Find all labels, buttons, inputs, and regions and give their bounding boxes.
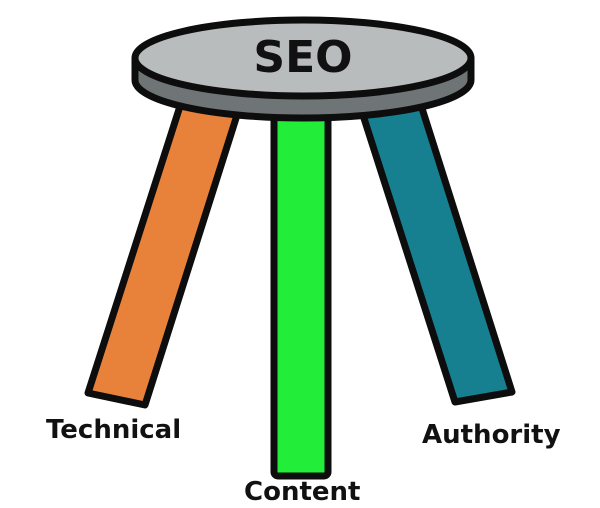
seat-label: SEO (253, 32, 352, 83)
label-content: Content (244, 477, 360, 507)
leg-authority (358, 98, 516, 406)
seat-top (131, 16, 475, 100)
leg-content (270, 96, 332, 480)
leg-technical (84, 96, 242, 409)
label-authority: Authority (422, 420, 561, 450)
label-technical: Technical (46, 415, 181, 445)
